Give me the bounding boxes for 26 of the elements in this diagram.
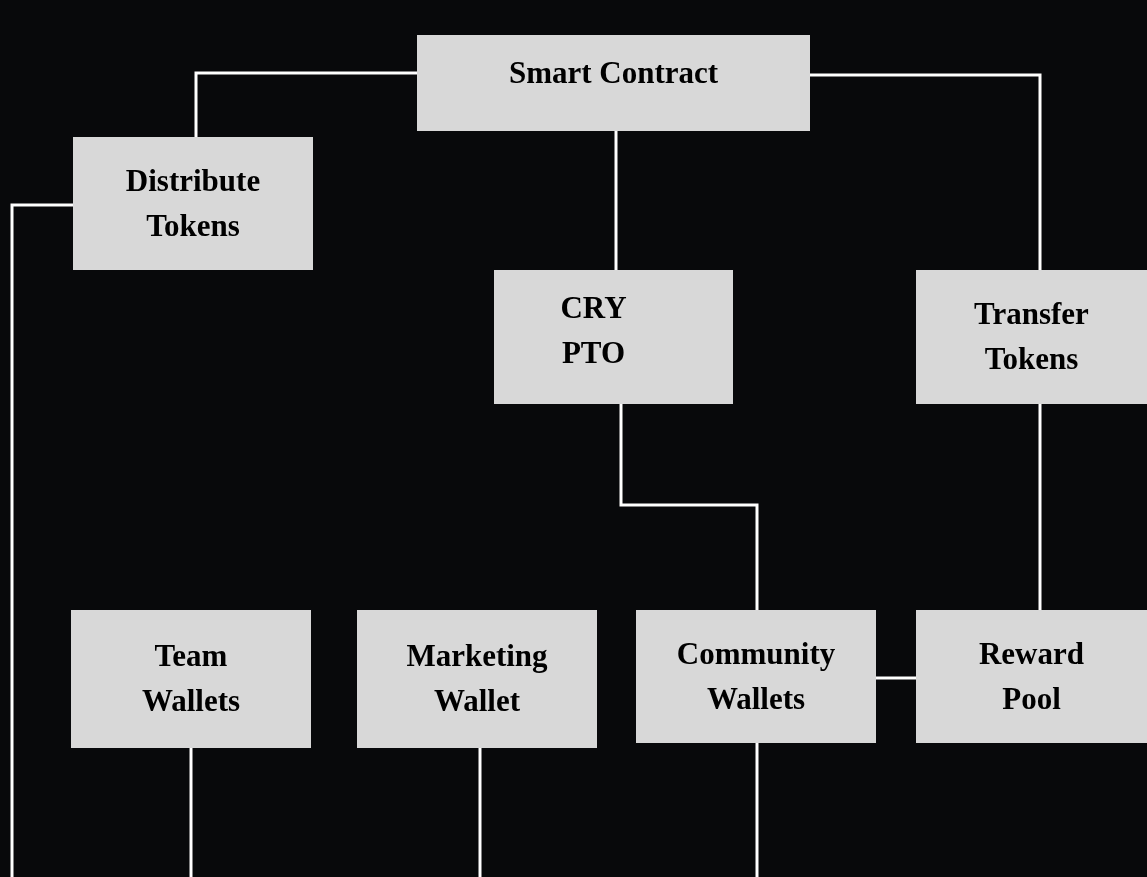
process-box: [417, 35, 810, 131]
box-label: Smart Contract: [507, 53, 720, 92]
process-box: [636, 610, 876, 743]
box-label: Reward Pool: [977, 634, 1085, 718]
box-label: Community Wallets: [675, 634, 837, 718]
connector-line: [1038, 404, 1042, 610]
process-box: [916, 610, 1147, 743]
connector-line: [189, 748, 193, 877]
box-label: Distribute Tokens: [124, 161, 262, 245]
connector-line: [478, 748, 482, 877]
box-label: CRY PTO: [559, 289, 628, 372]
connector-line: [614, 131, 618, 270]
connector-line: [810, 73, 1042, 270]
process-box: [916, 270, 1147, 404]
connector-line: [755, 743, 759, 877]
process-box: [494, 270, 733, 404]
connector-line: [619, 404, 759, 610]
box-label: Marketing Wallet: [405, 637, 549, 720]
process-box: [357, 610, 597, 748]
connector-line: [876, 676, 916, 680]
box-label: Team Wallets: [140, 637, 242, 720]
connector-line: [194, 71, 417, 137]
box-label: Transfer Tokens: [973, 295, 1090, 378]
connector-line: [10, 203, 73, 877]
process-box: [71, 610, 311, 748]
process-box: [73, 137, 313, 270]
